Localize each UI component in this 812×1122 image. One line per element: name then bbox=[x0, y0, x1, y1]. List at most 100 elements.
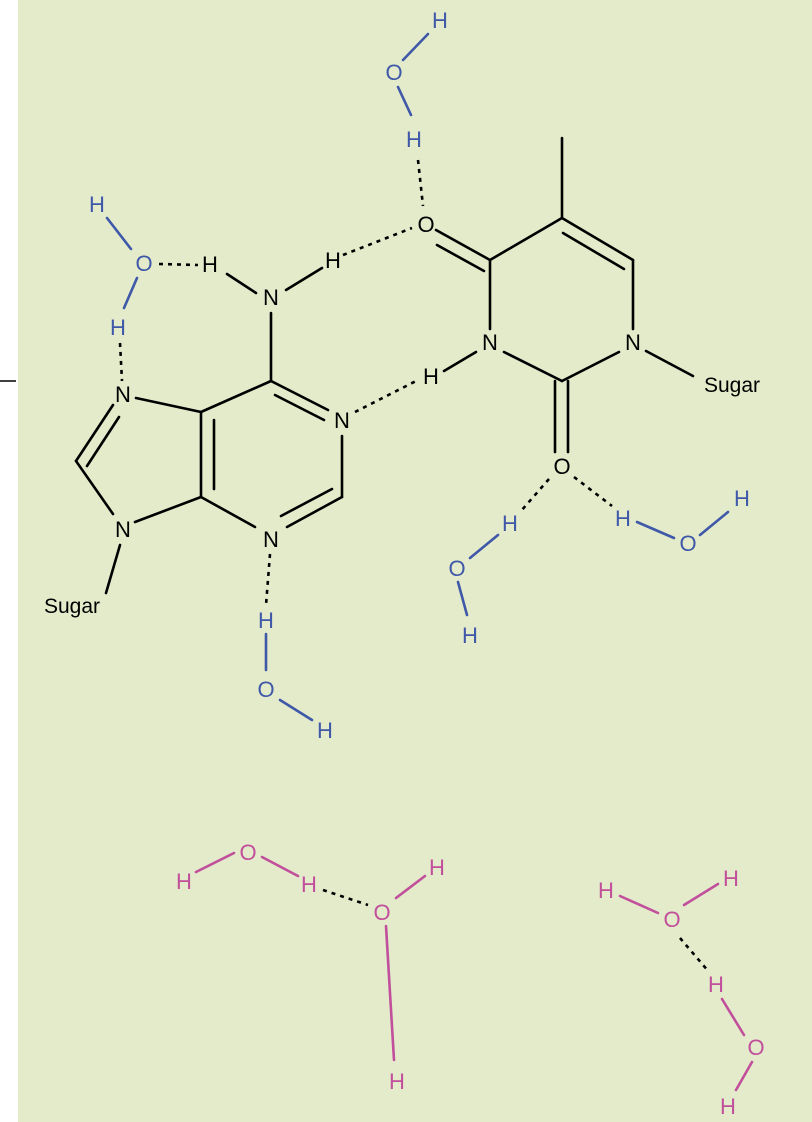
water-bond bbox=[456, 580, 469, 617]
water-h: H bbox=[708, 972, 724, 997]
water-bond bbox=[278, 698, 314, 722]
water-bond bbox=[618, 894, 660, 915]
water-h: H bbox=[429, 855, 445, 880]
bond-n7-c8 bbox=[74, 403, 115, 463]
bond-n1-c2 bbox=[560, 350, 621, 383]
water-bond bbox=[394, 874, 427, 900]
water-h: H bbox=[89, 192, 105, 217]
bond-c5-c6 bbox=[560, 216, 635, 262]
water-bond bbox=[194, 851, 236, 874]
water-bond bbox=[401, 32, 430, 62]
bound-water-top: H O H bbox=[385, 8, 448, 207]
water-bond bbox=[122, 276, 139, 310]
bound-water-bottom-left: H O H bbox=[448, 478, 550, 648]
bond-n9-c4 bbox=[133, 495, 203, 524]
water-o: O bbox=[135, 251, 152, 276]
hbond-amino-h-to-o4 bbox=[342, 226, 413, 257]
water-h: H bbox=[317, 718, 333, 743]
water-bond bbox=[260, 855, 300, 878]
bond-c5-n7 bbox=[134, 396, 203, 414]
water-bond bbox=[468, 533, 500, 560]
hbond-water-o-to-amino-h bbox=[158, 262, 199, 267]
adenine-n7: N bbox=[115, 382, 131, 407]
hbond-water-h-to-n7 bbox=[118, 342, 124, 382]
water-bond bbox=[105, 216, 133, 251]
water-h: H bbox=[598, 878, 614, 903]
bond-namino-h2 bbox=[284, 266, 324, 292]
bond-c5-c6-double bbox=[561, 231, 626, 271]
thymine-o4: O bbox=[417, 212, 434, 237]
thymine-base: O N H N O Sugar bbox=[417, 136, 760, 479]
bond-n3-h bbox=[442, 350, 478, 373]
water-bond bbox=[682, 882, 720, 907]
bond-c4-o4 bbox=[434, 228, 492, 262]
water-h: H bbox=[258, 608, 274, 633]
bound-water-bottom-right: H O H bbox=[573, 475, 750, 556]
thymine-h3: H bbox=[423, 364, 439, 389]
bond-namino-h bbox=[225, 272, 258, 295]
water-bond bbox=[720, 997, 746, 1037]
hbond-n1-to-thymine-h3 bbox=[354, 378, 419, 414]
water-h: H bbox=[723, 866, 739, 891]
water-h: H bbox=[615, 506, 631, 531]
water-h: H bbox=[301, 872, 317, 897]
water-h: H bbox=[502, 511, 518, 536]
bond-n1-sugar bbox=[644, 349, 695, 378]
bond-n3-c4 bbox=[199, 495, 257, 529]
diagram-background bbox=[18, 0, 812, 1122]
water-o: O bbox=[239, 840, 256, 865]
adenine-amino-h-left: H bbox=[202, 252, 218, 277]
hbond-o2-to-water-h bbox=[573, 475, 613, 508]
hbond-o2-to-water-h bbox=[520, 478, 550, 512]
water-bond bbox=[635, 520, 676, 540]
free-water-dimer-right: H O H H O H bbox=[598, 866, 765, 1119]
bond-c5-c4 bbox=[488, 216, 564, 262]
thymine-n1: N bbox=[625, 330, 641, 355]
water-bond bbox=[698, 510, 730, 537]
hbond-water-dimer bbox=[679, 937, 710, 973]
thymine-sugar-label: Sugar bbox=[704, 374, 760, 397]
water-h: H bbox=[462, 623, 478, 648]
base-pair-hydrogen-bonds bbox=[342, 226, 419, 414]
bond-c2-n3 bbox=[285, 495, 344, 529]
water-o: O bbox=[373, 900, 390, 925]
hbond-water-to-o4 bbox=[416, 159, 425, 207]
water-h: H bbox=[406, 127, 422, 152]
adenine-n9: N bbox=[115, 517, 131, 542]
bond-c4-o4-double bbox=[435, 243, 486, 273]
adenine-amino-n: N bbox=[263, 285, 279, 310]
bond-c5-c6 bbox=[199, 379, 273, 414]
adenine-sugar-label: Sugar bbox=[44, 595, 100, 618]
bond-n9-sugar bbox=[104, 543, 122, 595]
water-o: O bbox=[747, 1035, 764, 1060]
water-o: O bbox=[448, 556, 465, 581]
water-bond bbox=[384, 924, 396, 1062]
water-o: O bbox=[385, 60, 402, 85]
water-h: H bbox=[734, 486, 750, 511]
bond-n3-c2 bbox=[502, 350, 564, 383]
bound-water-bottom-adenine: H O H bbox=[257, 553, 333, 743]
water-h: H bbox=[432, 8, 448, 33]
bound-water-left: H O H bbox=[89, 192, 199, 382]
bond-c8-n9 bbox=[74, 459, 115, 516]
water-h: H bbox=[720, 1094, 736, 1119]
water-h: H bbox=[176, 869, 192, 894]
water-o: O bbox=[663, 907, 680, 932]
water-o: O bbox=[679, 531, 696, 556]
water-o: O bbox=[257, 677, 274, 702]
thymine-o2: O bbox=[553, 454, 570, 479]
adenine-base: N H H N N N N Sugar bbox=[44, 248, 350, 618]
adenine-amino-h-right: H bbox=[325, 248, 341, 273]
adenine-n1: N bbox=[334, 408, 350, 433]
bond-c2-n3-double bbox=[279, 487, 334, 518]
adenine-n3: N bbox=[263, 527, 279, 552]
free-water-dimer-left: H O H H O H bbox=[176, 840, 445, 1094]
water-h: H bbox=[389, 1069, 405, 1094]
bond-n7-c8-double bbox=[85, 415, 121, 468]
water-h: H bbox=[110, 315, 126, 340]
hbond-water-dimer bbox=[322, 888, 369, 907]
bond-c6-n1 bbox=[269, 379, 330, 412]
thymine-n3: N bbox=[482, 330, 498, 355]
bond-c6-n1-double bbox=[273, 393, 326, 422]
